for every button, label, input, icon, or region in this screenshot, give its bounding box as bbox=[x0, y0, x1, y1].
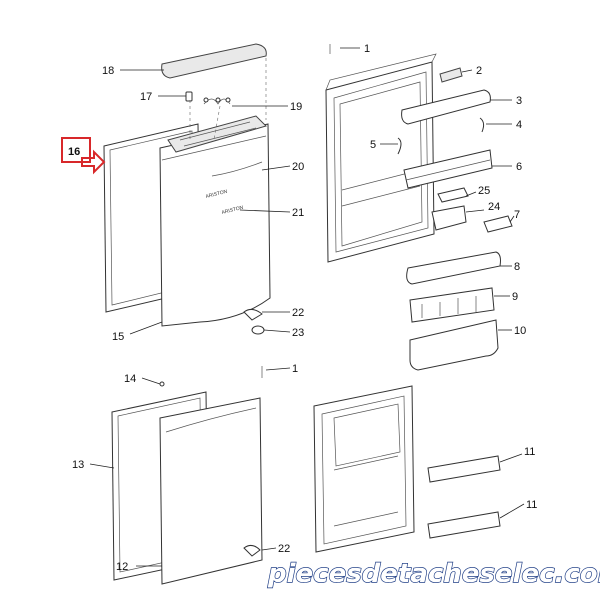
lower-door-panel bbox=[159, 397, 263, 585]
callout-8: 8 bbox=[514, 261, 520, 273]
callout-9: 9 bbox=[512, 291, 518, 303]
shelf-clip-5 bbox=[397, 137, 402, 155]
door-top-cap bbox=[161, 43, 267, 79]
small-clip bbox=[185, 91, 193, 102]
brand-logo-1: ARISTON bbox=[205, 189, 228, 200]
door-bin-8 bbox=[406, 251, 501, 285]
lower-hinge-pin-bottom bbox=[243, 544, 261, 557]
butter-dish bbox=[483, 215, 513, 233]
callout-25: 25 bbox=[478, 185, 490, 197]
watermark-text: piecesdetacheselec.com bbox=[267, 559, 600, 589]
brand-logo-2: ARISTON bbox=[221, 205, 244, 216]
dairy-compartment bbox=[401, 89, 491, 125]
callout-7: 7 bbox=[514, 209, 520, 221]
upper-door-panel: ARISTON ARISTON bbox=[159, 123, 271, 327]
callout-16: 16 bbox=[68, 146, 80, 158]
callout-19: 19 bbox=[290, 101, 302, 113]
highlight-arrow bbox=[81, 149, 106, 175]
callout-3: 3 bbox=[516, 95, 522, 107]
callout-23: 23 bbox=[292, 327, 304, 339]
fridge-cabinet-upper bbox=[325, 53, 437, 263]
top-hinge-cover bbox=[439, 67, 463, 83]
shelf-clip-4 bbox=[479, 117, 485, 133]
callout-5: 5 bbox=[370, 139, 376, 151]
highlight-marker bbox=[61, 137, 106, 175]
door-shelf-upper bbox=[403, 149, 493, 189]
callout-11-a: 11 bbox=[524, 446, 535, 458]
callout-4: 4 bbox=[516, 119, 522, 131]
door-bin-10 bbox=[409, 319, 499, 371]
ice-tray bbox=[431, 205, 467, 231]
callout-14: 14 bbox=[124, 373, 136, 385]
callout-18: 18 bbox=[102, 65, 114, 77]
freezer-flap-lower bbox=[427, 511, 501, 539]
callout-10: 10 bbox=[514, 325, 526, 337]
bottle-retainer-9 bbox=[409, 287, 495, 323]
callout-20: 20 bbox=[292, 161, 304, 173]
callout-1-top: 1 bbox=[364, 43, 370, 55]
callout-17: 17 bbox=[140, 91, 152, 103]
wire-harness bbox=[203, 97, 231, 105]
hinge-bushing-top bbox=[251, 325, 265, 335]
callout-11-b: 11 bbox=[526, 499, 537, 511]
callout-22-top: 22 bbox=[292, 307, 304, 319]
callout-15: 15 bbox=[112, 331, 124, 343]
leader-lines bbox=[89, 47, 525, 567]
callout-6: 6 bbox=[516, 161, 522, 173]
control-panel bbox=[167, 115, 267, 153]
egg-tray bbox=[437, 187, 469, 203]
highlight-box bbox=[61, 137, 91, 163]
callout-21: 21 bbox=[292, 207, 304, 219]
hinge-screw-14 bbox=[159, 381, 165, 387]
callout-13: 13 bbox=[72, 459, 84, 471]
freezer-flap-upper bbox=[427, 455, 501, 483]
callout-12: 12 bbox=[116, 561, 128, 573]
freezer-cabinet bbox=[313, 385, 415, 553]
callout-22-bottom: 22 bbox=[278, 543, 290, 555]
callout-1-bottom: 1 bbox=[292, 363, 298, 375]
lower-hinge-pin-top bbox=[243, 308, 263, 321]
callout-24: 24 bbox=[488, 201, 500, 213]
callout-2: 2 bbox=[476, 65, 482, 77]
